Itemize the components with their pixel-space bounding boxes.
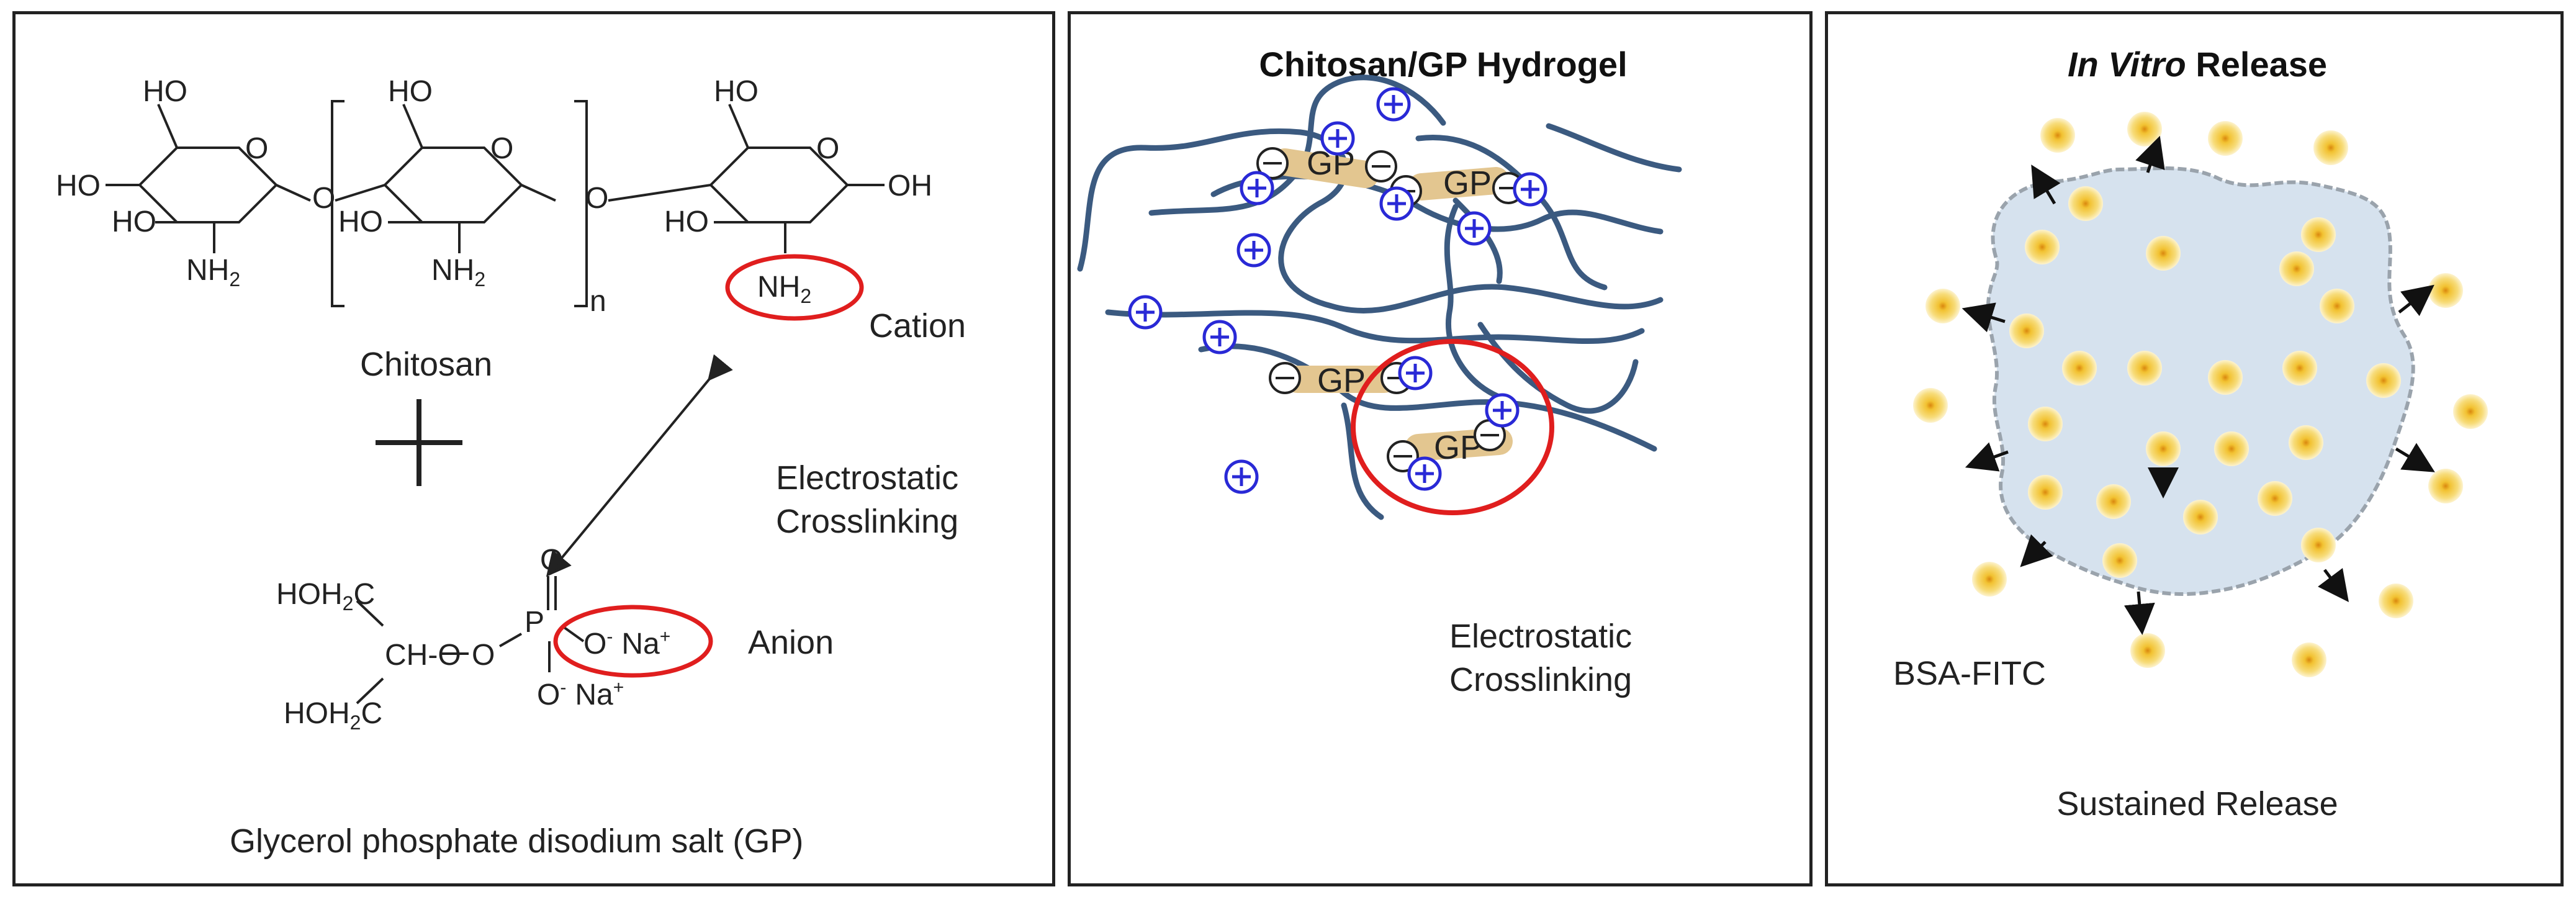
atom-nh2: NH2 — [186, 254, 240, 291]
crosslink-highlight — [1351, 339, 1554, 515]
atom-o: O — [245, 132, 268, 165]
atom-ho: HO — [112, 205, 156, 238]
release-panel: In Vitro Release — [1825, 11, 2564, 886]
atom-ho: HO — [714, 75, 759, 108]
hydrogel-svg: Chitosan/GP Hydrogel GP GP GP GP — [1077, 45, 1682, 698]
cation-circles — [1128, 87, 1547, 494]
anion-label: Anion — [748, 624, 834, 661]
crosslink-label-2: Crosslinking — [776, 503, 958, 540]
atom-oh: OH — [888, 169, 932, 202]
gp-label: GP — [1443, 165, 1492, 202]
atom-o: O — [490, 132, 513, 165]
release-svg: In Vitro Release — [1893, 45, 2488, 823]
anion-highlight — [553, 605, 713, 678]
crosslink-arrow — [546, 354, 733, 577]
crosslink-label-2: Crosslinking — [1449, 661, 1632, 698]
atom-ho: HO — [56, 169, 101, 202]
atom-ch-o: CH-O — [385, 639, 461, 672]
atom-ho: HO — [664, 205, 709, 238]
chitosan-label: Chitosan — [360, 346, 492, 383]
atom-ho: HO — [388, 75, 433, 108]
atom-o-na: O-Na+ — [583, 626, 670, 660]
atom-o: O — [312, 182, 335, 215]
atom-o: O — [816, 132, 839, 165]
repeat-bracket-left — [331, 100, 345, 307]
atom-o: O — [585, 182, 608, 215]
atom-nh2: NH2 — [431, 254, 485, 291]
chemistry-svg: HO HO HO O NH2 O HO HO O NH2 n O HO HO O… — [56, 75, 966, 860]
atom-ho: HO — [338, 205, 383, 238]
hydrogel-title: Chitosan/GP Hydrogel — [1259, 45, 1627, 84]
hydrogel-panel: Chitosan/GP Hydrogel GP GP GP GP — [1068, 11, 1813, 886]
repeat-n: n — [590, 285, 606, 318]
release-title: In Vitro Release — [2068, 45, 2327, 84]
gp-full-label: Glycerol phosphate disodium salt (GP) — [230, 823, 803, 860]
crosslink-label-1: Electrostatic — [1449, 618, 1632, 655]
chitosan-chains — [1077, 74, 1682, 520]
chemistry-panel: HO HO HO O NH2 O HO HO O NH2 n O HO HO O… — [12, 11, 1055, 886]
atom-o: O — [540, 544, 563, 577]
atom-hoh2c: HOH2C — [276, 578, 375, 615]
release-arrows — [1961, 135, 2435, 635]
atom-p: P — [525, 606, 544, 639]
atom-nh2-cation: NH2 — [757, 271, 811, 307]
sustained-release-label: Sustained Release — [2056, 785, 2338, 823]
cation-highlight — [725, 254, 864, 321]
bsa-fitc-label: BSA-FITC — [1893, 655, 2046, 692]
gp-label: GP — [1317, 362, 1366, 399]
atom-ho: HO — [143, 75, 187, 108]
repeat-bracket-right — [574, 100, 588, 307]
crosslink-label-1: Electrostatic — [776, 459, 958, 497]
atom-hoh2c: HOH2C — [284, 697, 382, 734]
bsa-particles-inside — [2009, 186, 2401, 578]
atom-o-na: O-Na+ — [537, 677, 624, 711]
atom-o: O — [472, 639, 495, 672]
cation-label: Cation — [869, 307, 966, 345]
